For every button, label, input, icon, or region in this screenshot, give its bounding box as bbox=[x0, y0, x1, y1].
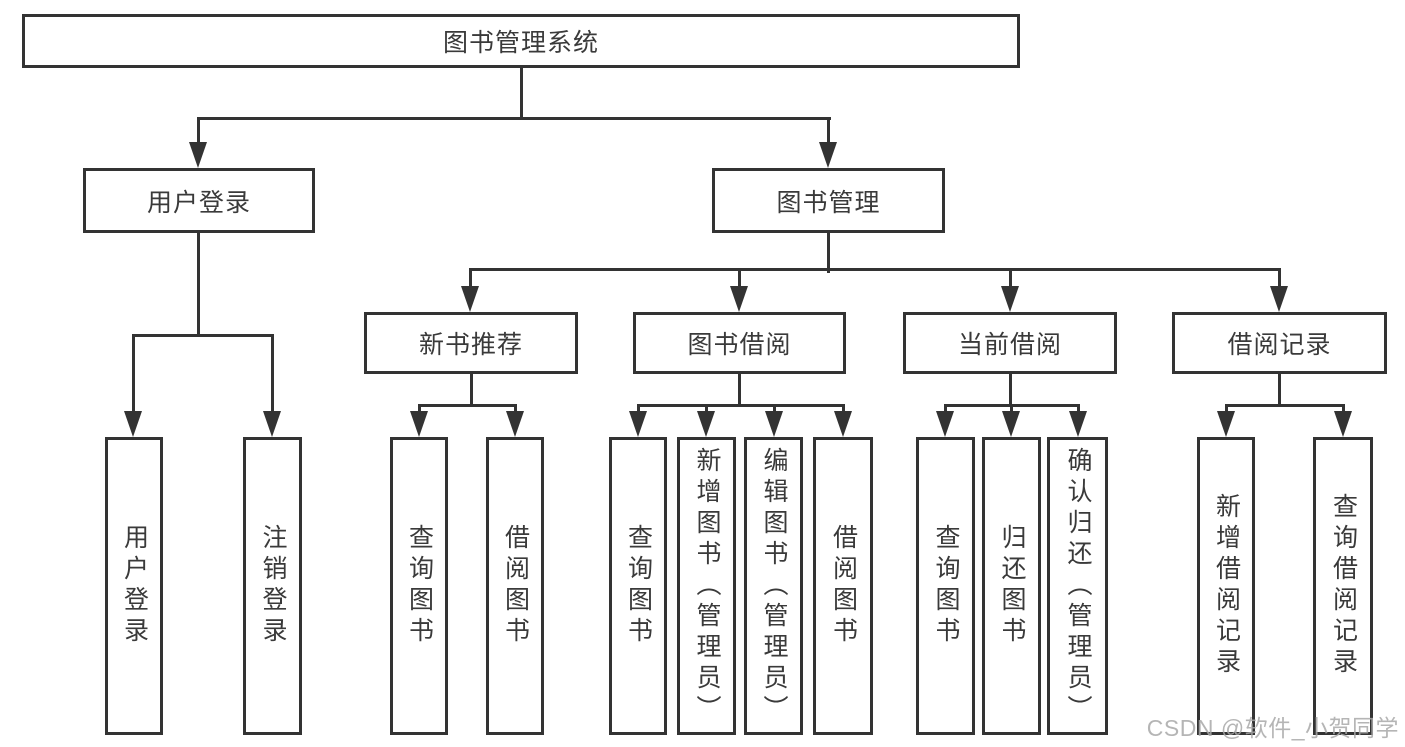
arrowhead-down-icon bbox=[506, 411, 524, 437]
arrowhead-down-icon bbox=[936, 411, 954, 437]
leaf-logout: 注销登录 bbox=[243, 437, 302, 735]
leaf-recommend-borrow-book-label: 借阅图书 bbox=[501, 524, 530, 648]
connector-line bbox=[1009, 268, 1012, 288]
connector-line bbox=[1010, 404, 1013, 414]
leaf-current-query-book-label: 查询图书 bbox=[932, 524, 960, 648]
leaf-query-borrow-record: 查询借阅记录 bbox=[1313, 437, 1373, 735]
leaf-return-book-label: 归还图书 bbox=[998, 524, 1026, 648]
connector-line bbox=[469, 268, 472, 288]
connector-line bbox=[773, 404, 776, 414]
arrowhead-down-icon bbox=[697, 411, 715, 437]
arrowhead-down-icon bbox=[1334, 411, 1352, 437]
connector-line bbox=[1225, 404, 1344, 407]
node-root-label: 图书管理系统 bbox=[442, 29, 599, 57]
arrowhead-down-icon bbox=[629, 411, 647, 437]
leaf-edit-book-admin-label: 编辑图书（管理员） bbox=[760, 446, 788, 726]
connector-line bbox=[1225, 404, 1228, 414]
leaf-add-book-admin-label: 新增图书（管理员） bbox=[693, 446, 721, 726]
node-root: 图书管理系统 bbox=[22, 14, 1020, 68]
connector-line bbox=[738, 268, 741, 288]
leaf-add-borrow-record-label: 新增借阅记录 bbox=[1212, 493, 1241, 679]
leaf-current-query-book: 查询图书 bbox=[916, 437, 975, 735]
connector-line bbox=[418, 404, 421, 414]
arrowhead-down-icon bbox=[1270, 286, 1288, 312]
arrowhead-down-icon bbox=[189, 142, 207, 168]
connector-line bbox=[827, 233, 830, 273]
connector-line bbox=[197, 233, 200, 337]
connector-line bbox=[520, 68, 523, 120]
node-current-borrow: 当前借阅 bbox=[903, 312, 1117, 374]
connector-line bbox=[1278, 374, 1281, 407]
leaf-user-login-label: 用户登录 bbox=[120, 524, 149, 648]
connector-line bbox=[1278, 268, 1281, 288]
node-book-borrow: 图书借阅 bbox=[633, 312, 846, 374]
connector-line bbox=[827, 117, 830, 147]
node-book-management: 图书管理 bbox=[712, 168, 945, 233]
node-user-login: 用户登录 bbox=[83, 168, 315, 233]
connector-line bbox=[637, 404, 640, 414]
leaf-recommend-borrow-book: 借阅图书 bbox=[486, 437, 544, 735]
connector-line bbox=[132, 334, 274, 337]
leaf-confirm-return-admin-label: 确认归还（管理员） bbox=[1064, 446, 1092, 726]
connector-line bbox=[1342, 404, 1345, 414]
node-current-borrow-label: 当前借阅 bbox=[957, 331, 1062, 359]
leaf-recommend-query-book: 查询图书 bbox=[390, 437, 448, 735]
node-borrow-records: 借阅记录 bbox=[1172, 312, 1387, 374]
arrowhead-down-icon bbox=[461, 286, 479, 312]
connector-line bbox=[470, 374, 473, 407]
connector-line bbox=[842, 404, 845, 414]
connector-line bbox=[637, 404, 844, 407]
arrowhead-down-icon bbox=[263, 411, 281, 437]
node-new-book-recommend-label: 新书推荐 bbox=[418, 331, 523, 359]
connector-line bbox=[1077, 404, 1080, 414]
leaf-recommend-query-book-label: 查询图书 bbox=[405, 524, 434, 648]
node-user-login-label: 用户登录 bbox=[146, 188, 251, 217]
arrowhead-down-icon bbox=[1002, 411, 1020, 437]
arrowhead-down-icon bbox=[124, 411, 142, 437]
arrowhead-down-icon bbox=[819, 142, 837, 168]
arrowhead-down-icon bbox=[834, 411, 852, 437]
leaf-add-book-admin: 新增图书（管理员） bbox=[677, 437, 736, 735]
connector-line bbox=[514, 404, 517, 414]
connector-line bbox=[271, 334, 274, 414]
leaf-user-login: 用户登录 bbox=[105, 437, 163, 735]
leaf-logout-label: 注销登录 bbox=[259, 524, 287, 648]
arrowhead-down-icon bbox=[730, 286, 748, 312]
connector-line bbox=[705, 404, 708, 414]
connector-line bbox=[944, 404, 947, 414]
arrowhead-down-icon bbox=[1217, 411, 1235, 437]
leaf-query-borrow-record-label: 查询借阅记录 bbox=[1329, 493, 1358, 679]
connector-line bbox=[738, 374, 741, 407]
connector-line bbox=[132, 334, 135, 414]
leaf-add-borrow-record: 新增借阅记录 bbox=[1197, 437, 1255, 735]
node-book-management-label: 图书管理 bbox=[776, 188, 881, 217]
leaf-return-book: 归还图书 bbox=[982, 437, 1041, 735]
arrowhead-down-icon bbox=[765, 411, 783, 437]
node-book-borrow-label: 图书借阅 bbox=[687, 331, 792, 359]
leaf-borrow-book: 借阅图书 bbox=[813, 437, 873, 735]
leaf-borrow-book-label: 借阅图书 bbox=[829, 524, 858, 648]
arrowhead-down-icon bbox=[410, 411, 428, 437]
node-new-book-recommend: 新书推荐 bbox=[364, 312, 578, 374]
node-borrow-records-label: 借阅记录 bbox=[1227, 331, 1332, 359]
connector-line bbox=[197, 117, 200, 147]
connector-line bbox=[469, 268, 1281, 271]
arrowhead-down-icon bbox=[1001, 286, 1019, 312]
leaf-edit-book-admin: 编辑图书（管理员） bbox=[744, 437, 803, 735]
arrowhead-down-icon bbox=[1069, 411, 1087, 437]
leaf-borrow-query-book-label: 查询图书 bbox=[624, 524, 653, 648]
connector-line bbox=[197, 117, 831, 120]
leaf-borrow-query-book: 查询图书 bbox=[609, 437, 667, 735]
leaf-confirm-return-admin: 确认归还（管理员） bbox=[1047, 437, 1108, 735]
csdn-watermark: CSDN @软件_小贺同学 bbox=[1146, 715, 1399, 741]
connector-line bbox=[1009, 374, 1012, 407]
connector-line bbox=[418, 404, 517, 407]
